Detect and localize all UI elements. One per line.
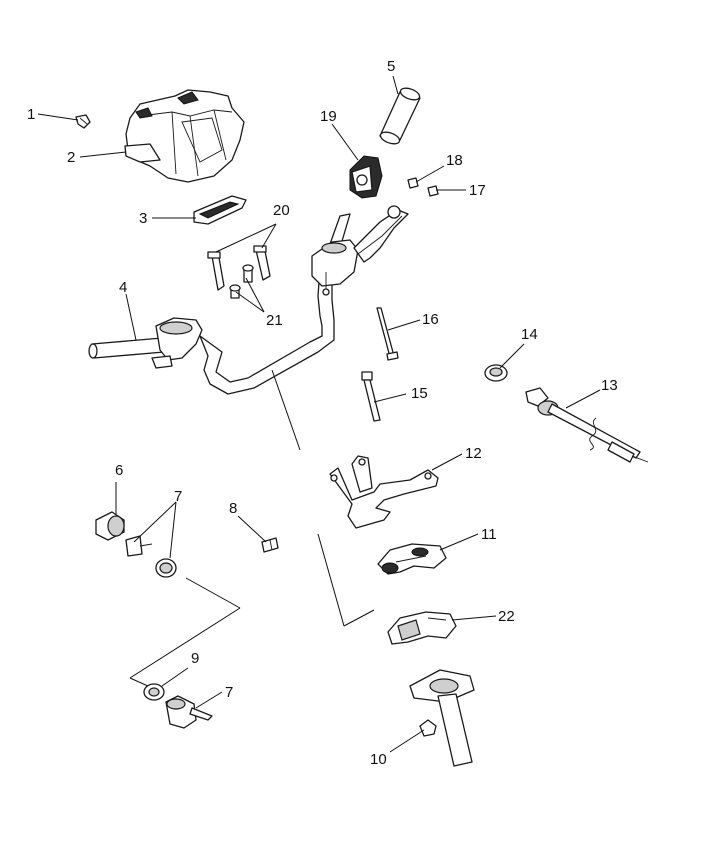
callout-11: 11 <box>481 526 497 543</box>
callout-14: 14 <box>521 326 538 343</box>
callout-2: 2 <box>67 149 75 166</box>
callout-7b: 7 <box>225 684 233 701</box>
part-17-screw <box>427 185 444 197</box>
part-9-washer <box>143 683 165 701</box>
steering-post <box>409 669 475 767</box>
leader-lines <box>37 75 601 753</box>
callout-15: 15 <box>411 385 428 402</box>
callout-16: 16 <box>422 311 439 328</box>
callout-21: 21 <box>266 312 283 329</box>
part-22-lower-clamp <box>387 611 457 645</box>
callout-22: 22 <box>498 608 515 625</box>
callout-17: 17 <box>469 182 486 199</box>
callout-4: 4 <box>119 279 127 296</box>
part-15-bolt <box>361 371 381 422</box>
part-19-throttle-housing <box>349 155 383 199</box>
callout-1: 1 <box>27 106 35 123</box>
part-14-nut <box>484 364 508 382</box>
part-18-nut <box>407 177 419 189</box>
callout-10: 10 <box>370 751 387 768</box>
callout-18: 18 <box>446 152 463 169</box>
part-1-screw <box>75 114 91 129</box>
part-11-upper-clamp <box>377 543 447 575</box>
callout-8: 8 <box>229 500 237 517</box>
part-12-steering-bracket <box>329 455 439 529</box>
callout-5: 5 <box>387 58 395 75</box>
callout-7a: 7 <box>174 488 182 505</box>
callout-12: 12 <box>465 445 482 462</box>
part-6-cap <box>95 511 125 541</box>
callout-labels: 1 2 3 4 5 6 7 7 8 9 10 11 12 13 14 15 16… <box>27 58 618 768</box>
part-7-switch-upper <box>125 535 177 578</box>
part-20-bracket-pair <box>207 245 271 291</box>
part-5-grip <box>379 87 421 145</box>
callout-3: 3 <box>139 210 147 227</box>
callout-9: 9 <box>191 650 199 667</box>
part-7-switch-lower <box>165 695 213 729</box>
part-10-nut <box>419 719 437 737</box>
part-4-handlebar <box>88 205 409 395</box>
part-3-bracket <box>193 195 247 225</box>
part-16-long-bolt <box>376 307 399 361</box>
part-2-handlebar-cover <box>124 89 245 183</box>
callout-13: 13 <box>601 377 618 394</box>
callout-20: 20 <box>273 202 290 219</box>
part-21-bolts <box>229 264 254 299</box>
callout-6: 6 <box>115 462 123 479</box>
callout-19: 19 <box>320 108 337 125</box>
part-13-steering-shaft <box>525 387 649 463</box>
